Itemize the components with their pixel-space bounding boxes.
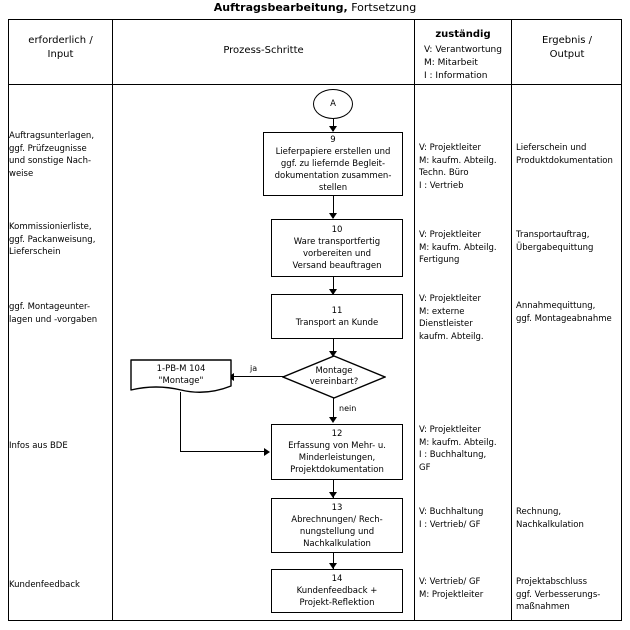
connector-a-label: A — [330, 99, 336, 109]
table-frame — [8, 19, 622, 621]
process-step-11-text: Transport an Kunde — [295, 317, 379, 328]
arrowhead-9-to-10 — [329, 213, 337, 219]
process-step-14-number: 14 — [331, 574, 343, 584]
edge-subprocess-down — [180, 392, 182, 452]
arrowhead-13-to-14 — [329, 563, 337, 569]
edge-9-to-10 — [332, 196, 334, 218]
arrowhead-a-to-9 — [329, 126, 337, 132]
header-bottom-rule — [8, 84, 622, 85]
subprocess-montage[interactable]: 1-PB-M 104 "Montage" — [130, 359, 232, 395]
process-step-12[interactable]: 12 Erfassung von Mehr- u. Minderleistung… — [271, 424, 403, 480]
column-divider-responsible — [511, 19, 512, 621]
edge-decision-no — [332, 398, 334, 420]
edge-11-to-decision — [332, 339, 334, 357]
connector-a: A — [313, 89, 353, 119]
process-step-13-text: Abrechnungen/ Rech- nungstellung und Nac… — [291, 514, 383, 549]
output-step-11: Annahmequittung, ggf. Montageabnahme — [516, 301, 612, 324]
process-step-11[interactable]: 11 Transport an Kunde — [271, 294, 403, 339]
input-text-kommissionierliste: Kommissionierliste, ggf. Packanweisung, … — [9, 222, 96, 257]
process-step-10-text: Ware transportfertig vorbereiten und Ver… — [292, 237, 382, 271]
header-responsible-title: zuständig — [435, 29, 491, 40]
subprocess-label: 1-PB-M 104 "Montage" — [156, 364, 206, 386]
edge-subprocess-to-12 — [180, 451, 266, 453]
column-divider-input — [112, 19, 113, 621]
edge-13-to-14 — [332, 553, 334, 569]
process-step-9-text: Lieferpapiere erstellen und ggf. zu lief… — [274, 147, 392, 193]
responsible-step-11: V: Projektleiter M: externe Dienstleiste… — [419, 294, 484, 342]
process-step-13-number: 13 — [331, 502, 343, 513]
process-step-11-number: 11 — [331, 305, 343, 316]
responsible-step-12: V: Projektleiter M: kaufm. Abteilg. I : … — [419, 425, 497, 473]
edge-12-to-13 — [332, 480, 334, 498]
output-step-13: Rechnung, Nachkalkulation — [516, 507, 584, 530]
header-process: Prozess-Schritte — [223, 45, 304, 56]
edge-a-to-9 — [332, 119, 334, 131]
responsible-step-10: V: Projektleiter M: kaufm. Abteilg. Fert… — [419, 230, 497, 265]
process-step-13[interactable]: 13 Abrechnungen/ Rech- nungstellung und … — [271, 498, 403, 553]
header-output: Ergebnis / Output — [542, 35, 592, 60]
decision-label: Montage vereinbart? — [309, 365, 359, 388]
decision-montage-vereinbart[interactable]: Montage vereinbart? — [282, 355, 386, 399]
edge-label-ja: ja — [250, 364, 258, 373]
arrowhead-12-to-13 — [329, 492, 337, 498]
process-step-9[interactable]: 9 Lieferpapiere erstellen und ggf. zu li… — [263, 132, 403, 196]
decision-shape-icon — [282, 355, 386, 399]
page-title: Auftragsbearbeitung, Fortsetzung — [0, 1, 630, 15]
output-step-10: Transportauftrag, Übergabequittung — [516, 230, 594, 253]
page-title-bold: Auftragsbearbeitung, — [213, 1, 348, 14]
process-step-10-number: 10 — [331, 225, 343, 235]
arrowhead-subprocess-to-12 — [264, 448, 270, 456]
process-step-12-number: 12 — [331, 429, 343, 439]
input-text-kundenfeedback: Kundenfeedback — [9, 580, 80, 590]
arrowhead-decision-no — [329, 417, 337, 423]
header-input: erforderlich / Input — [28, 35, 93, 60]
process-step-12-text: Erfassung von Mehr- u. Minderleistungen,… — [288, 441, 386, 475]
input-text-infos-bde: Infos aus BDE — [9, 441, 68, 451]
input-text-auftragsunterlagen: Auftragsunterlagen, ggf. Prüfzeugnisse u… — [9, 131, 95, 179]
edge-10-to-11 — [332, 277, 334, 294]
input-text-montageunterlagen: ggf. Montageunter- lagen und -vorgaben — [9, 302, 98, 325]
subprocess-shape-icon — [130, 359, 232, 393]
output-step-9: Lieferschein und Produktdokumentation — [516, 143, 613, 166]
edge-decision-yes — [232, 376, 284, 378]
process-step-10[interactable]: 10 Ware transportfertig vorbereiten und … — [271, 219, 403, 277]
edge-label-nein: nein — [339, 404, 357, 413]
page-title-regular: Fortsetzung — [351, 1, 417, 14]
output-step-14: Projektabschluss ggf. Verbesserungs- maß… — [516, 577, 601, 612]
header-responsible-legend: V: Verantwortung M: Mitarbeit I : Inform… — [424, 45, 502, 81]
responsible-step-13: V: Buchhaltung I : Vertrieb/ GF — [419, 507, 484, 530]
arrowhead-11-to-decision — [329, 351, 337, 357]
arrowhead-10-to-11 — [329, 289, 337, 295]
process-step-14[interactable]: 14 Kundenfeedback + Projekt-Reflektion — [271, 569, 403, 613]
responsible-step-14: V: Vertrieb/ GF M: Projektleiter — [419, 577, 484, 600]
column-divider-process — [414, 19, 415, 621]
process-step-14-text: Kundenfeedback + Projekt-Reflektion — [296, 586, 378, 608]
responsible-step-9: V: Projektleiter M: kaufm. Abteilg. Tech… — [419, 143, 497, 191]
process-step-9-number: 9 — [330, 135, 336, 145]
